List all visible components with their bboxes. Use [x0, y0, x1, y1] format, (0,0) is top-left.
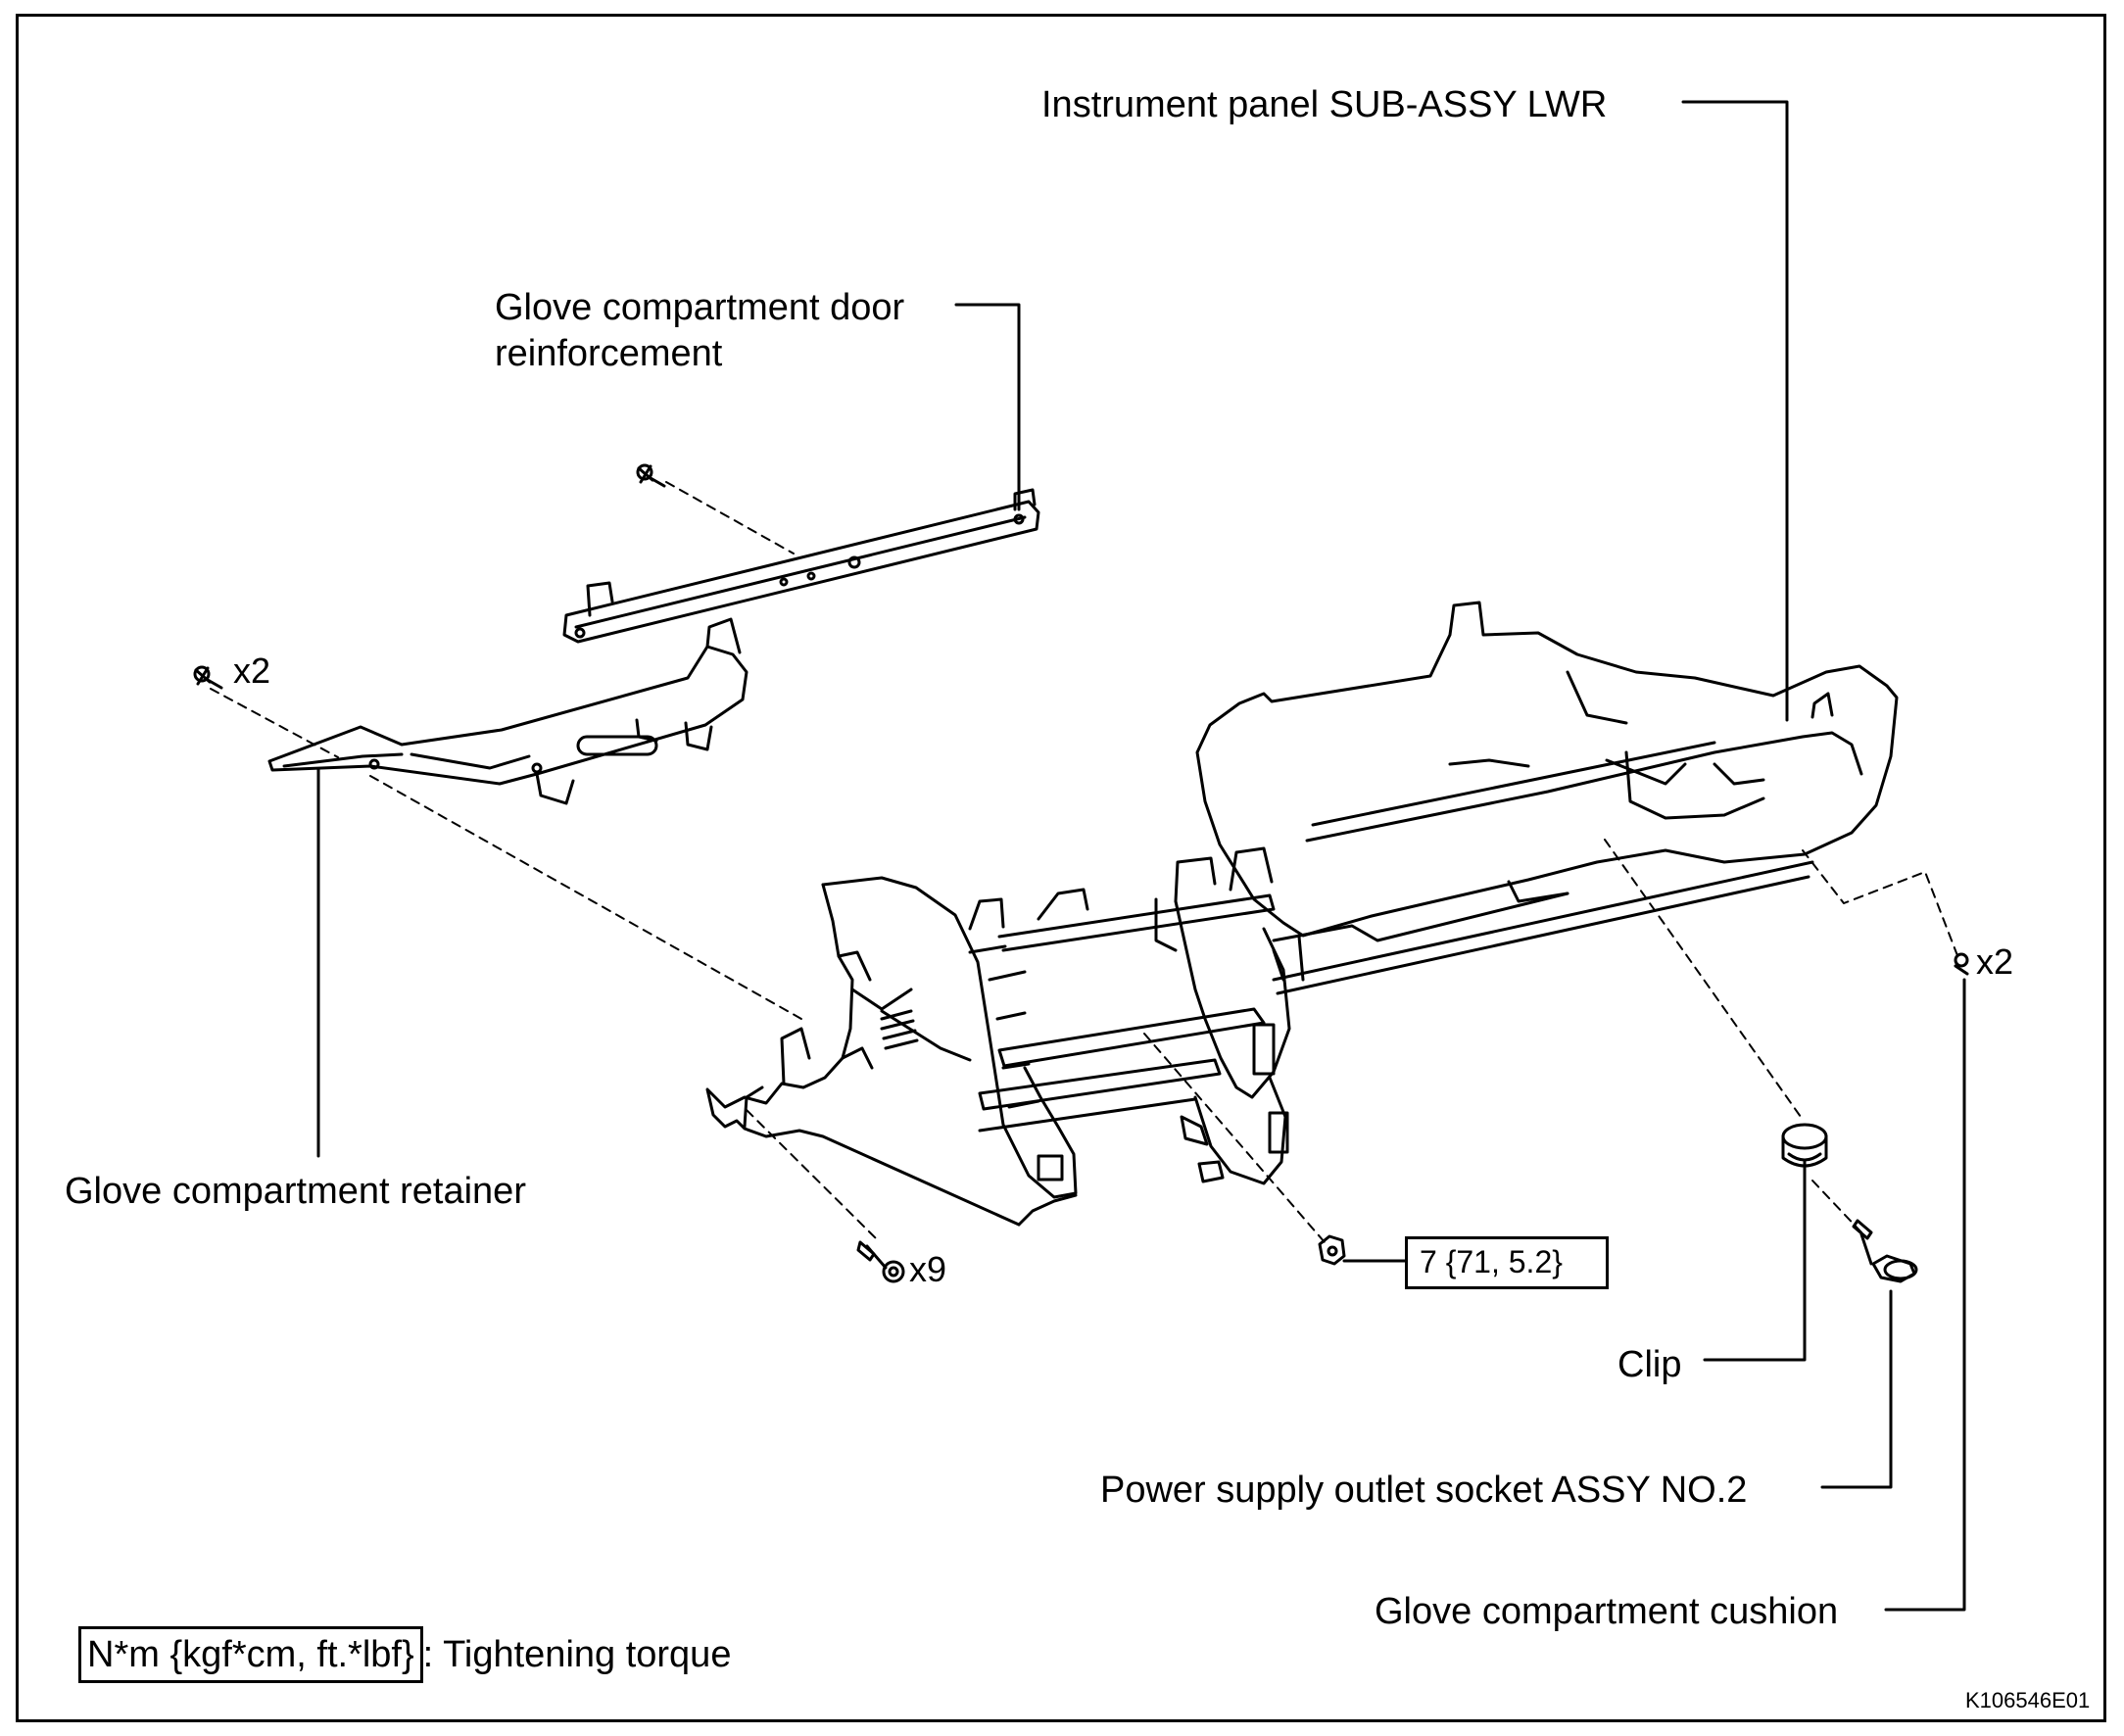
- label-cushion: Glove compartment cushion: [1375, 1591, 1839, 1632]
- diagram-frame: [16, 14, 2106, 1722]
- door-reinforcement-part: [562, 488, 1040, 644]
- qty-retainer-screws: x2: [233, 651, 271, 691]
- leader-door-reinforcement: [954, 303, 1021, 511]
- qty-cushion: x2: [1976, 941, 2014, 982]
- screw-icon-retainer: [193, 665, 223, 690]
- qty-bolts: x9: [909, 1249, 947, 1289]
- power-socket-icon: [1852, 1219, 1918, 1283]
- cushion-icon: [1954, 952, 1969, 976]
- label-instrument-panel: Instrument panel SUB-ASSY LWR: [1041, 84, 1608, 125]
- leader-cushion: [1884, 978, 1966, 1612]
- leader-instrument-panel: [1681, 100, 1789, 722]
- torque-value-box: 7 {71, 5.2}: [1405, 1236, 1609, 1289]
- bolt-icon-x9: [856, 1240, 905, 1283]
- screw-icon-reinforcement: [636, 463, 666, 488]
- label-door-reinforcement-line1: Glove compartment door: [495, 287, 905, 328]
- legend-text: : Tightening torque: [422, 1634, 732, 1675]
- instrument-panel-part: [705, 601, 1899, 1227]
- retainer-part: [267, 617, 748, 805]
- figure-id: K106546E01: [1965, 1688, 2091, 1712]
- clip-icon: [1781, 1123, 1828, 1168]
- assembly-dashed-lines: [210, 481, 1959, 1243]
- label-clip: Clip: [1617, 1344, 1682, 1385]
- label-power-socket: Power supply outlet socket ASSY NO.2: [1100, 1470, 1748, 1511]
- legend: N*m {kgf*cm, ft.*lbf}: Tightening torque: [78, 1626, 731, 1683]
- label-retainer: Glove compartment retainer: [65, 1171, 526, 1212]
- legend-unit-box: N*m {kgf*cm, ft.*lbf}: [78, 1626, 423, 1683]
- nut-icon-torque: [1318, 1234, 1346, 1266]
- leader-clip: [1703, 1159, 1807, 1362]
- leader-power-socket: [1820, 1289, 1893, 1489]
- label-door-reinforcement-line2: reinforcement: [495, 333, 723, 374]
